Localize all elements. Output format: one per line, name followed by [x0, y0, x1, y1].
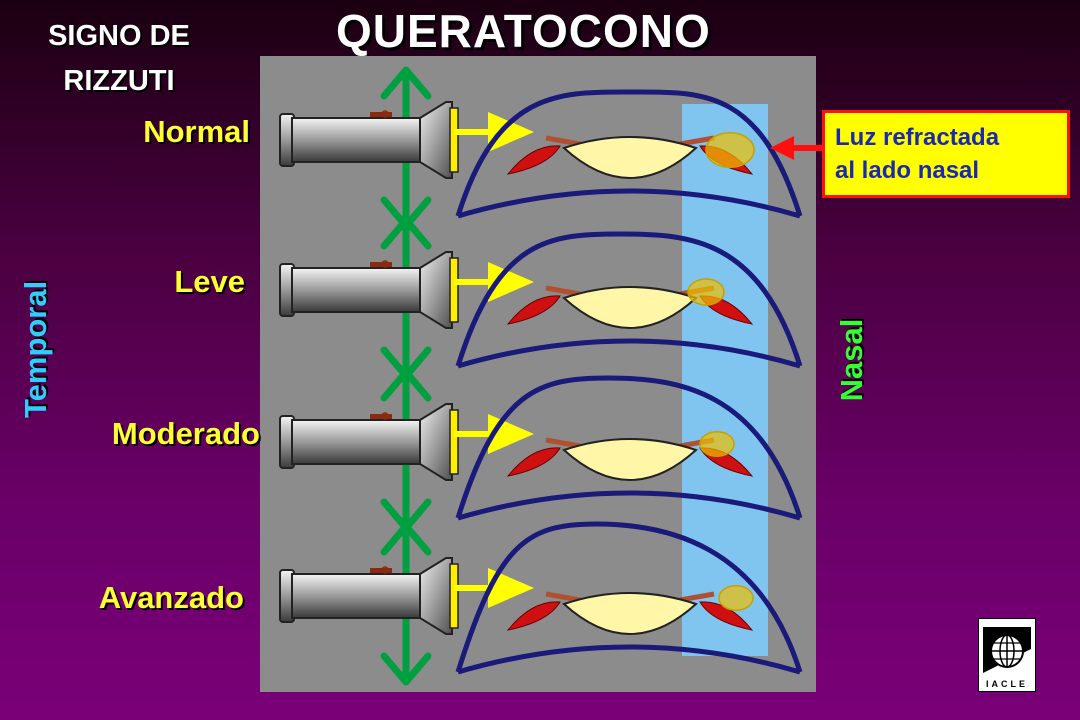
eye-base-curve [457, 490, 801, 521]
flashlight-switch-dot [381, 260, 389, 268]
flashlight-body [291, 419, 425, 465]
page-subtitle: SIGNO DE RIZZUTI [24, 14, 214, 104]
arrowhead-down [380, 652, 432, 686]
iris-top-nasal [679, 591, 715, 603]
cornea-outline [455, 89, 803, 217]
stage-row-avanzado [279, 521, 803, 686]
stage-row-moderado [279, 368, 803, 532]
flashlight-body [291, 573, 425, 619]
flashlight-switch-dot [381, 412, 389, 420]
flashlight-body [291, 267, 425, 313]
iacle-logo: IACLE [978, 618, 1036, 692]
iris-temporal [506, 447, 561, 477]
flashlight-head [419, 557, 453, 635]
subtitle-line-1: SIGNO DE [48, 20, 190, 52]
flashlight-lens [449, 563, 459, 629]
flashlight-switch [370, 568, 392, 573]
refraction-callout: Luz refractada al lado nasal [822, 110, 1070, 198]
crystalline-lens [562, 592, 698, 635]
flashlight-switch [370, 112, 392, 117]
refracted-light-spot [705, 131, 755, 169]
light-arrowhead [488, 112, 534, 152]
temporal-label: Temporal [18, 280, 53, 418]
subtitle-line-2: RIZZUTI [63, 65, 175, 97]
arrowhead-up [380, 216, 432, 250]
flashlight-lens [449, 409, 459, 475]
flashlight-head [419, 251, 453, 329]
iris-top-temporal [545, 437, 581, 449]
cornea-outline [455, 521, 803, 673]
stage-label-moderado: Moderado [111, 416, 260, 451]
page-title: QUERATOCONO [336, 5, 711, 57]
stage-rows [279, 66, 803, 686]
callout-line-2: al lado nasal [835, 157, 980, 184]
flashlight-head [419, 101, 453, 179]
globe-icon [983, 627, 1031, 673]
logo-text: IACLE [986, 679, 1028, 689]
iris-temporal [506, 295, 561, 325]
light-arrowhead [488, 262, 534, 302]
nasal-band [682, 104, 768, 656]
iris-top-temporal [545, 591, 581, 603]
nasal-label: Nasal [834, 318, 869, 402]
crystalline-lens [562, 136, 698, 179]
cornea-outline [455, 231, 803, 367]
flashlight-switch [370, 262, 392, 267]
callout-line-1: Luz refractada [835, 124, 1000, 151]
iris-temporal [506, 145, 561, 175]
flashlight-body [291, 117, 425, 163]
arrowhead-up [380, 368, 432, 402]
arrowhead-up [380, 66, 432, 100]
refracted-light-spot [699, 431, 735, 457]
stage-row-leve [279, 216, 803, 380]
flashlight-switch [370, 414, 392, 419]
eye-base-curve [457, 338, 801, 369]
eye-base-curve [457, 188, 801, 219]
light-arrowhead [488, 568, 534, 608]
flashlight-switch-dot [381, 110, 389, 118]
iris-top-temporal [545, 285, 581, 297]
eye-base-curve [457, 644, 801, 675]
flashlight-head [419, 403, 453, 481]
refracted-light-spot [687, 278, 725, 306]
iris-top-temporal [545, 135, 581, 147]
stage-label-leve: Leve [174, 264, 245, 299]
flashlight-lens [449, 107, 459, 173]
stage-label-normal: Normal [143, 114, 250, 149]
refracted-light-spot [718, 585, 754, 611]
iris-temporal [506, 601, 561, 631]
cornea-outline [455, 375, 803, 519]
iris-nasal [699, 601, 754, 631]
stage-label-avanzado: Avanzado [98, 580, 244, 615]
iris-top-nasal [679, 135, 715, 147]
arrowhead-up [380, 522, 432, 556]
flashlight-lens [449, 257, 459, 323]
flashlight-switch-dot [381, 566, 389, 574]
crystalline-lens [562, 438, 698, 481]
